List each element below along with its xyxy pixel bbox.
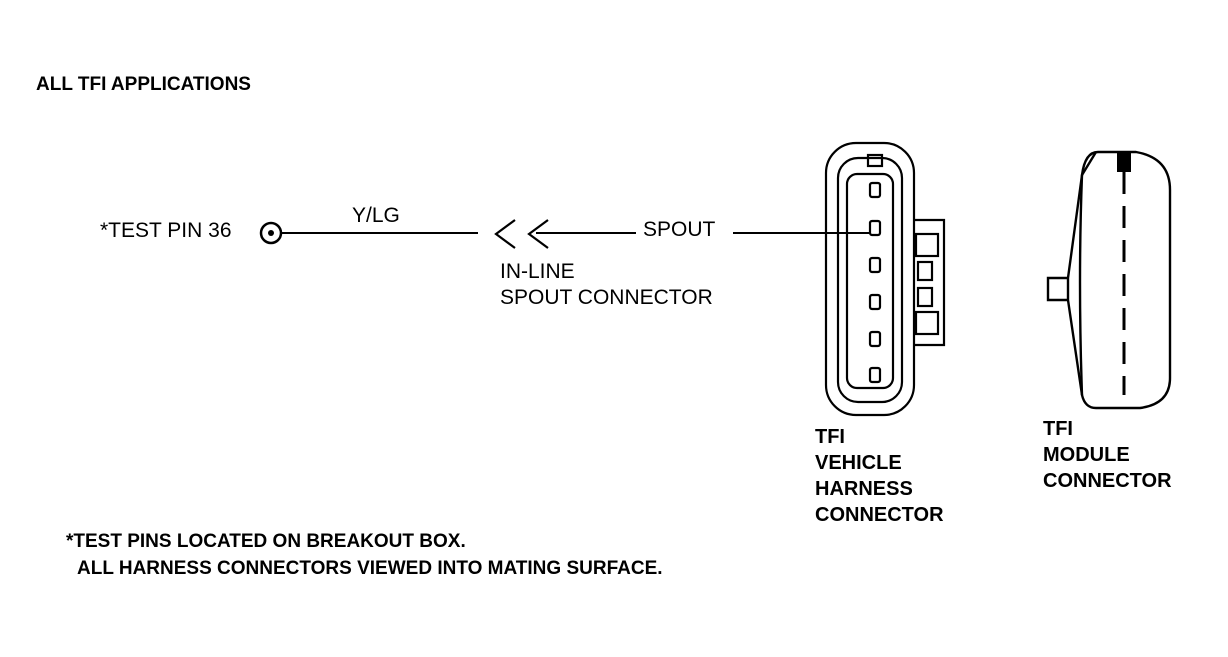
inline-connector-label-line-1: IN-LINE xyxy=(500,260,575,283)
harness-connector-icon xyxy=(824,141,946,417)
harness-label-line: VEHICLE xyxy=(815,452,902,474)
module-label-line: TFI xyxy=(1043,418,1073,440)
harness-label-line: CONNECTOR xyxy=(815,504,944,526)
spout-label: SPOUT xyxy=(643,218,716,241)
module-connector-label: TFI MODULE CONNECTOR xyxy=(1043,416,1172,494)
module-label-line: MODULE xyxy=(1043,444,1130,466)
harness-label-line: HARNESS xyxy=(815,478,913,500)
inline-connector-label-line-2: SPOUT CONNECTOR xyxy=(500,286,713,309)
wire-color-label: Y/LG xyxy=(352,204,400,227)
module-connector-icon xyxy=(1046,150,1172,410)
inline-spout-connector-icon xyxy=(494,219,549,249)
harness-label-line: TFI xyxy=(815,426,845,448)
footnote-viewing-direction: ALL HARNESS CONNECTORS VIEWED INTO MATIN… xyxy=(77,558,663,579)
footnote-test-pins: *TEST PINS LOCATED ON BREAKOUT BOX. xyxy=(66,531,466,552)
test-pin-terminal-icon xyxy=(259,221,283,245)
test-pin-label: *TEST PIN 36 xyxy=(100,219,232,242)
diagram-title: ALL TFI APPLICATIONS xyxy=(36,74,251,95)
module-label-line: CONNECTOR xyxy=(1043,470,1172,492)
harness-connector-label: TFI VEHICLE HARNESS CONNECTOR xyxy=(815,424,944,528)
